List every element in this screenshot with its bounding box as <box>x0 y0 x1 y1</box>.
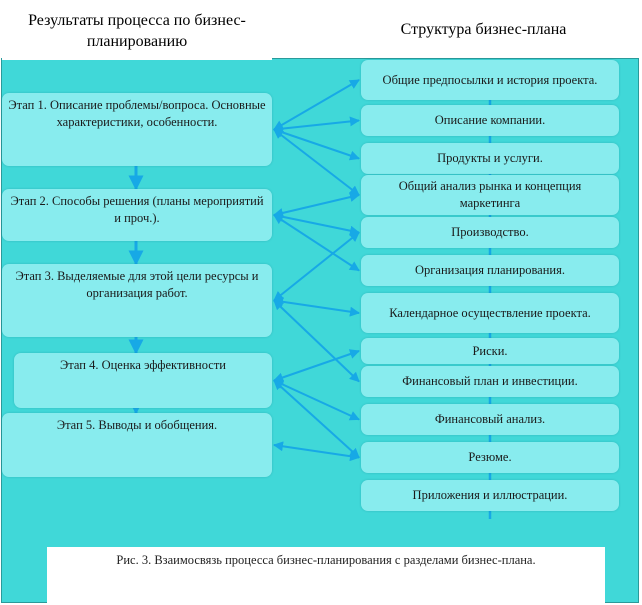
section-box-1: Общие предпосылки и история проекта. <box>361 60 619 100</box>
stage-box-3: Этап 3. Выделяемые для этой цели ресурсы… <box>2 264 272 337</box>
section-box-11: Резюме. <box>361 442 619 473</box>
section-box-4: Общий анализ рынка и концепция маркетинг… <box>361 175 619 215</box>
section-box-12: Приложения и иллюстрации. <box>361 480 619 511</box>
stage-box-4: Этап 4. Оценка эффективности <box>14 353 272 408</box>
section-box-2: Описание компании. <box>361 105 619 136</box>
stage-box-1: Этап 1. Описание проблемы/вопроса. Основ… <box>2 93 272 166</box>
section-box-9: Финансовый план и инвестиции. <box>361 366 619 397</box>
section-box-3: Продукты и услуги. <box>361 143 619 174</box>
figure-caption: Рис. 3. Взаимосвязь процесса бизнес-план… <box>47 547 605 603</box>
stage-box-2: Этап 2. Способы решения (планы мероприят… <box>2 189 272 241</box>
section-box-5: Производство. <box>361 217 619 248</box>
section-box-7: Календарное осуществление проекта. <box>361 293 619 333</box>
stage-box-5: Этап 5. Выводы и обобщения. <box>2 413 272 477</box>
section-box-10: Финансовый анализ. <box>361 404 619 435</box>
left-column-title: Результаты процесса по бизнес-планирован… <box>2 2 272 60</box>
right-column-title: Структура бизнес-плана <box>371 14 596 44</box>
section-box-8: Риски. <box>361 338 619 364</box>
section-box-6: Организация планирования. <box>361 255 619 286</box>
